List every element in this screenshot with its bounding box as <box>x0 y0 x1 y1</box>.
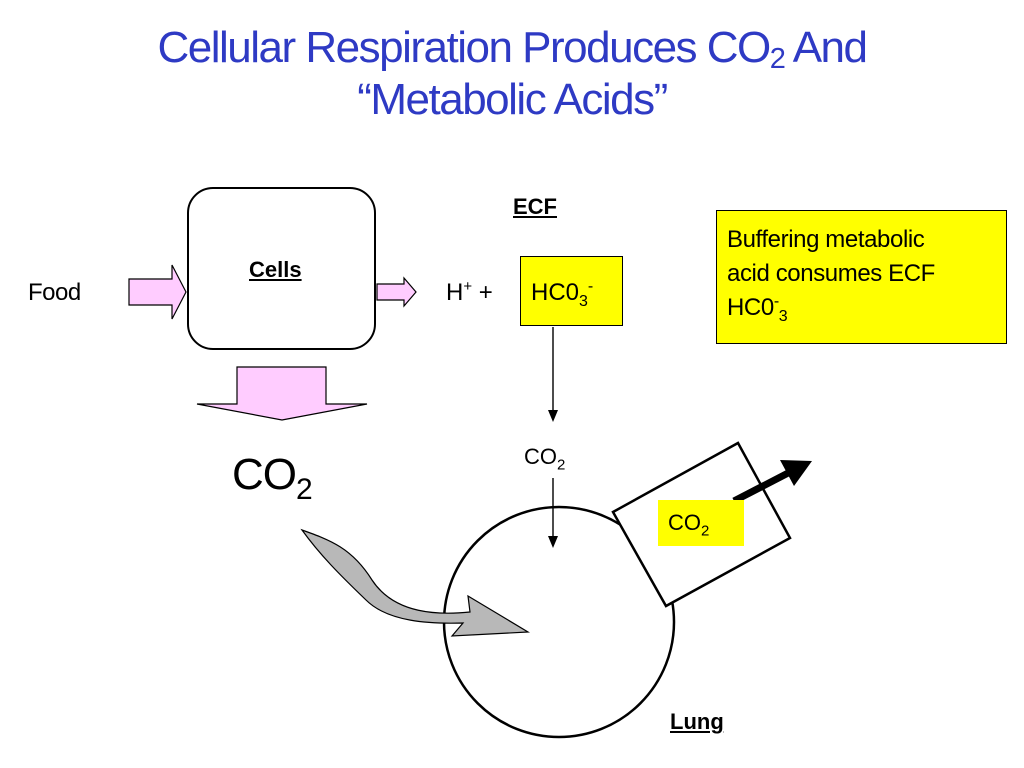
food-label: Food <box>28 279 81 306</box>
co2-alveolus-highlight <box>658 500 744 546</box>
curved-co2-arrow <box>300 528 530 637</box>
cells-output-arrow <box>376 276 417 308</box>
co2-down-arrow <box>196 366 368 421</box>
exhale-arrow-shaft <box>732 467 794 505</box>
bicarbonate-box <box>520 256 623 326</box>
hydrogen-ion-label: H+ + <box>446 278 493 306</box>
co2-ecf-label: CO2 <box>524 444 566 474</box>
note-line-2: acid consumes ECF <box>727 260 935 287</box>
cells-label: Cells <box>249 257 302 282</box>
bicarbonate-to-co2-arrowhead <box>548 410 558 422</box>
cells-box <box>187 187 376 350</box>
title-line-1: Cellular Respiration Produces CO2 And <box>157 23 868 75</box>
co2-into-lung-arrowhead <box>548 536 558 548</box>
note-line-1: Buffering metabolic <box>727 226 925 253</box>
lung-label: Lung <box>670 709 724 734</box>
bicarbonate-label: HC03- <box>531 278 594 310</box>
page-title: Cellular Respiration Produces CO2 And “M… <box>0 22 1024 126</box>
exhale-arrow-head <box>780 460 812 486</box>
note-line-3: HC0-3 <box>727 293 788 325</box>
co2-alveolus-label: CO2 <box>668 510 710 540</box>
co2-product-label: CO2 <box>232 450 313 506</box>
buffering-note: Buffering metabolic acid consumes ECF HC… <box>716 210 1007 344</box>
food-input-arrow <box>128 264 187 320</box>
ecf-label: ECF <box>513 194 557 219</box>
title-line-2: “Metabolic Acids” <box>357 75 668 124</box>
